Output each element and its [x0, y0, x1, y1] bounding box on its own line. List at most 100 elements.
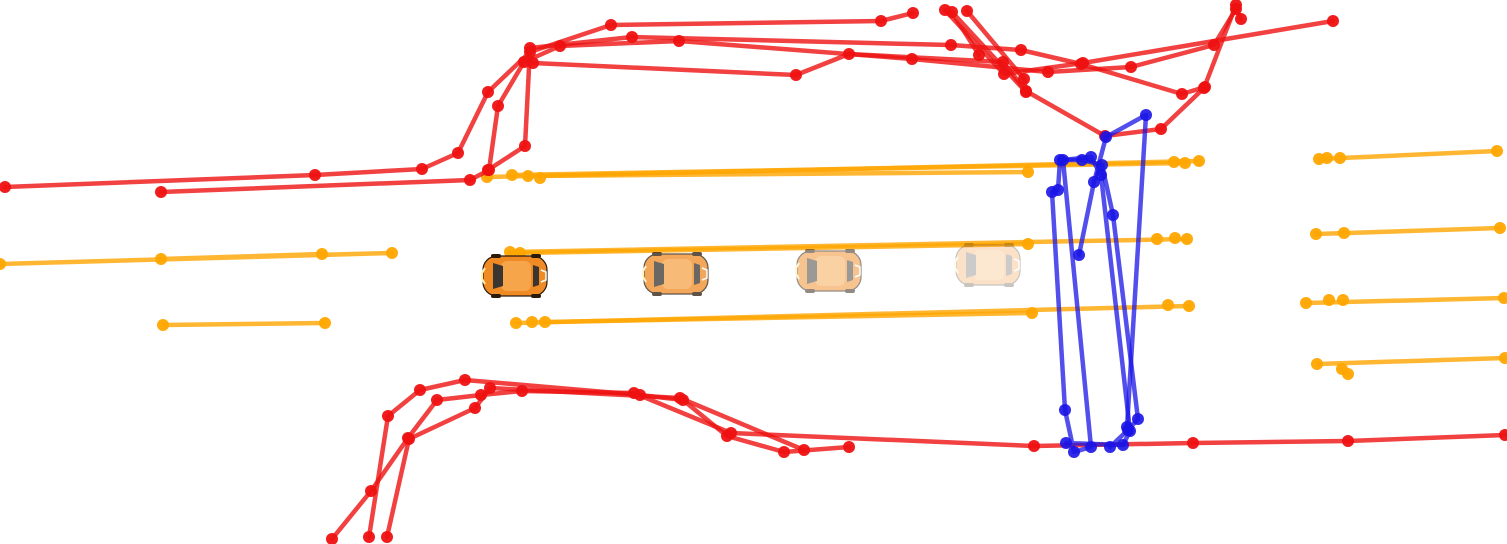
lane-divider-vertex: [534, 172, 546, 184]
lane-divider-vertex: [1491, 145, 1503, 157]
road-edge-vertex: [326, 533, 338, 544]
lane-divider-vertex: [1300, 297, 1312, 309]
road-edge-vertex: [1125, 61, 1137, 73]
lane-divider-vertex: [316, 248, 328, 260]
lane-divider: [0, 247, 398, 270]
road-edge-vertex: [1028, 440, 1040, 452]
road-edge-vertex: [464, 174, 476, 186]
lane-divider-vertex: [1498, 292, 1507, 304]
road-edge-vertex: [1499, 429, 1507, 441]
crosswalk-vertex: [1132, 413, 1144, 425]
road-edge-vertex: [403, 433, 415, 445]
road-edge-vertex: [973, 49, 985, 61]
crosswalk-vertex: [1054, 154, 1066, 166]
lane-divider-vertex: [1183, 300, 1195, 312]
road-edge-vertex: [0, 181, 11, 193]
road-edge-vertex: [484, 382, 496, 394]
crosswalk-vertex: [1073, 249, 1085, 261]
road-edge-vertex: [519, 140, 531, 152]
road-edge-vertex: [843, 48, 855, 60]
road-edge-vertex: [1235, 13, 1247, 25]
road-edge-vertex: [431, 394, 443, 406]
road-edge-vertex: [605, 19, 617, 31]
road-edge-vertex: [309, 169, 321, 181]
crosswalk-vertex: [1107, 209, 1119, 221]
lane-divider-path: [517, 241, 1031, 256]
lane-divider: [1311, 352, 1507, 370]
lane-divider-vertex: [1169, 232, 1181, 244]
lane-divider-vertex: [0, 258, 6, 270]
road-edge-vertex: [381, 531, 393, 543]
road-edge-vertex: [382, 410, 394, 422]
crosswalk-vertex: [1140, 109, 1152, 121]
road-edge: [0, 7, 919, 193]
lane-divider-vertex: [1022, 166, 1034, 178]
road-edge-path: [329, 388, 1507, 542]
lane-divider-vertex: [1334, 152, 1346, 164]
road-edge-vertex: [155, 186, 167, 198]
road-edge-path: [942, 7, 1336, 77]
road-edge-vertex: [1327, 15, 1339, 27]
road-edge-vertex: [798, 444, 810, 456]
lane-divider-vertex: [1181, 233, 1193, 245]
lane-divider: [522, 166, 1034, 182]
road-edge: [326, 385, 1507, 544]
crosswalk-vertex: [1085, 441, 1097, 453]
lane-divider-vertex: [510, 317, 522, 329]
lane-divider-path: [0, 250, 395, 267]
road-edge-vertex: [452, 147, 464, 159]
road-edge-vertex: [1018, 73, 1030, 85]
road-edge-vertex: [1342, 435, 1354, 447]
lane-divider-vertex: [157, 319, 169, 331]
road-edge-vertex: [459, 374, 471, 386]
lane-divider: [1336, 363, 1354, 380]
crosswalk-vertex: [1104, 441, 1116, 453]
road-edge: [939, 4, 1339, 80]
road-edge-vertex: [946, 6, 958, 18]
lane-divider-vertex: [1193, 155, 1205, 167]
crosswalk-vertex: [1117, 439, 1129, 451]
ego-car-icon: [954, 242, 1021, 288]
lane-divider-vertex: [1179, 157, 1191, 169]
lane-divider: [539, 307, 1038, 328]
road-edge-vertex: [416, 163, 428, 175]
lane-divider-vertex: [1499, 352, 1507, 364]
lane-divider-vertex: [386, 247, 398, 259]
crosswalk-vertex: [1068, 446, 1080, 458]
road-edge-vertex: [1155, 123, 1167, 135]
road-edge-vertex: [1230, 0, 1242, 11]
lane-divider-vertex: [1323, 294, 1335, 306]
road-edge-vertex: [907, 7, 919, 19]
lane-divider-vertex: [1494, 222, 1506, 234]
road-edge-vertex: [1015, 44, 1027, 56]
lane-divider-path: [1316, 148, 1500, 162]
lane-divider-vertex: [526, 316, 538, 328]
lane-divider-vertex: [539, 316, 551, 328]
road-edge-vertex: [1020, 86, 1032, 98]
lane-dividers: [0, 145, 1507, 380]
road-edge: [946, 5, 1032, 98]
lane-divider-vertex: [1162, 299, 1174, 311]
lane-divider: [157, 317, 331, 331]
lane-divider-vertex: [1022, 238, 1034, 250]
ego-car-icon: [795, 248, 862, 294]
road-edge-vertex: [363, 531, 375, 543]
lane-divider-vertex: [1321, 152, 1333, 164]
crosswalk-vertex: [1060, 437, 1072, 449]
ego-car-icon: [481, 253, 548, 299]
crosswalk-vertex: [1076, 154, 1088, 166]
crosswalk-vertex: [1059, 404, 1071, 416]
lane-divider-vertex: [319, 317, 331, 329]
road-edge-vertex: [492, 100, 504, 112]
crosswalk-vertex: [1100, 131, 1112, 143]
lane-divider-path: [1303, 295, 1507, 306]
lane-divider-vertex: [1338, 227, 1350, 239]
crosswalk: [1073, 109, 1152, 433]
road-edge-vertex: [626, 31, 638, 43]
road-edge-vertex: [790, 69, 802, 81]
road-edge: [381, 382, 810, 543]
road-edge-vertex: [1077, 57, 1089, 69]
lane-divider-vertex: [1151, 233, 1163, 245]
lane-divider-vertex: [1342, 368, 1354, 380]
